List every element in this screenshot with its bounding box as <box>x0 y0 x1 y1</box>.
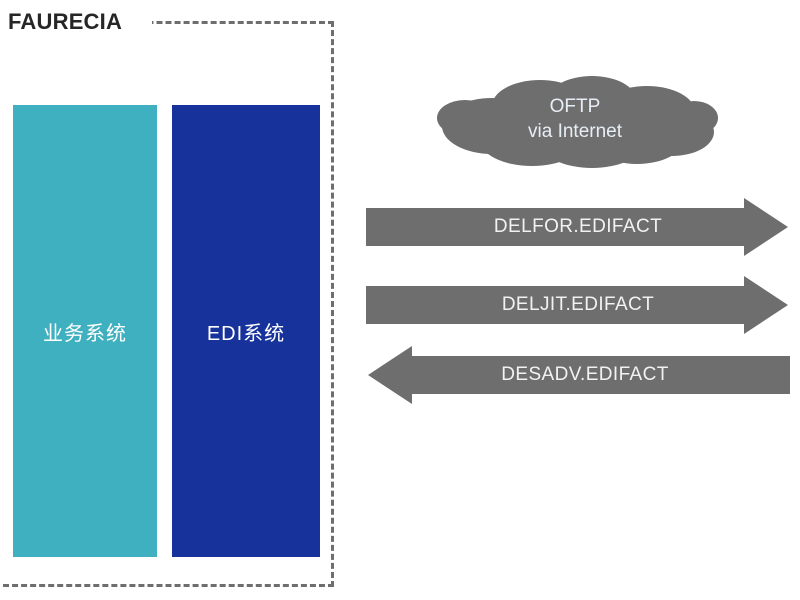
message-arrow-desadv[interactable]: DESADV.EDIFACT <box>366 343 790 407</box>
cloud-icon <box>437 76 718 168</box>
edi-system-box[interactable]: EDI系统 <box>172 105 320 557</box>
boundary-top-mask <box>0 14 152 30</box>
page-title: FAURECIA <box>8 9 123 34</box>
arrow-left-icon <box>368 346 790 404</box>
internet-cloud[interactable]: OFTP via Internet <box>432 70 718 168</box>
business-system-label: 业务系统 <box>43 322 127 345</box>
edi-system-label: EDI系统 <box>206 322 286 345</box>
business-system-box[interactable]: 业务系统 <box>13 105 157 557</box>
arrow-right-icon <box>366 276 788 334</box>
message-arrow-delfor[interactable]: DELFOR.EDIFACT <box>366 195 790 259</box>
arrow-right-icon <box>366 198 788 256</box>
message-arrow-deljit[interactable]: DELJIT.EDIFACT <box>366 273 790 337</box>
